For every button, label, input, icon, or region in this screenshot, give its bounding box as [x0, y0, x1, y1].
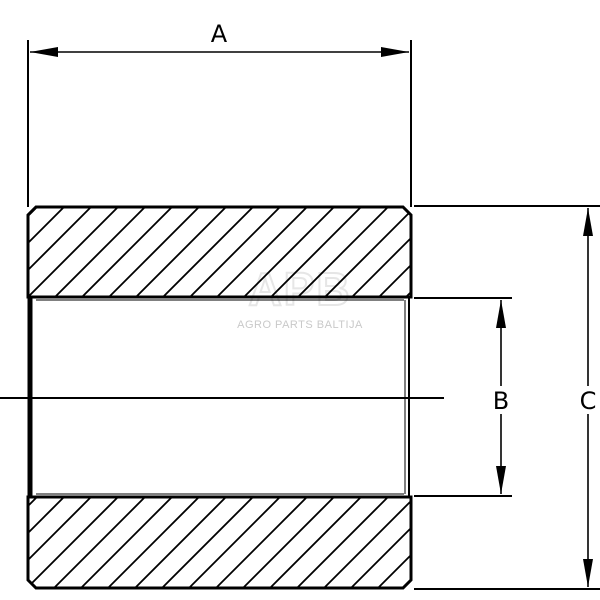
hatch-line — [188, 497, 281, 588]
bottom-wall-section — [0, 495, 413, 590]
dimension-b-label-bg — [488, 386, 514, 414]
hatch-line — [351, 207, 411, 297]
dimension-c: C — [575, 208, 600, 587]
hatch-line — [28, 207, 38, 297]
hatch-line — [216, 207, 308, 297]
hatch-line — [270, 207, 362, 297]
hatch-line — [296, 497, 389, 588]
hatch-line — [28, 207, 65, 297]
hatch-line — [28, 207, 119, 297]
dimension-b: B — [488, 300, 514, 494]
dimension-b-arrow-bottom — [496, 466, 506, 494]
hatch-line — [297, 207, 389, 297]
hatch-line — [28, 497, 119, 588]
dimension-c-label: C — [580, 387, 597, 415]
hatch-line — [135, 207, 227, 297]
hatch-line — [54, 207, 146, 297]
bottom-wall-outline — [26, 495, 413, 590]
top-wall-section — [0, 205, 413, 299]
hatch-line — [323, 497, 411, 588]
dimension-c-label-bg — [575, 386, 600, 414]
watermark-logo: APB — [248, 263, 351, 315]
hatch-line — [108, 207, 200, 297]
hatch-line — [134, 497, 227, 588]
hatch-line — [350, 497, 411, 588]
hatch-line — [0, 207, 10, 297]
hatch-line — [107, 497, 200, 588]
hatch-line — [28, 207, 92, 297]
dimension-b-arrow-top — [496, 300, 506, 328]
hatch-line — [378, 207, 411, 297]
dimension-b-label: B — [493, 387, 509, 415]
hatch-line — [189, 207, 281, 297]
watermark-company: AGRO PARTS BALTIJA — [237, 319, 363, 331]
top-wall-hatching — [0, 207, 411, 297]
hatch-line — [405, 207, 411, 297]
hatch-line — [80, 497, 173, 588]
hatch-line — [269, 497, 362, 588]
dimension-a-arrow-left — [30, 47, 58, 57]
hatch-line — [28, 497, 38, 588]
hatch-line — [377, 497, 411, 588]
dimension-a-label: A — [211, 20, 228, 48]
hatch-line — [404, 497, 411, 588]
hatch-line — [215, 497, 308, 588]
hatch-line — [81, 207, 173, 297]
dimension-c-arrow-top — [583, 208, 593, 236]
hatch-line — [28, 497, 65, 588]
dimension-a-arrow-right — [381, 47, 409, 57]
bottom-wall-hatching — [0, 497, 411, 588]
hatch-line — [324, 207, 411, 297]
hatch-line — [162, 207, 254, 297]
hatch-line — [242, 497, 335, 588]
hatch-line — [161, 497, 254, 588]
hatch-line — [0, 497, 10, 588]
top-wall-outline — [26, 205, 413, 299]
hatch-line — [243, 207, 335, 297]
hatch-line — [53, 497, 146, 588]
dimension-c-arrow-bottom — [583, 559, 593, 587]
dimension-a: A — [30, 20, 409, 57]
hatch-line — [28, 497, 92, 588]
